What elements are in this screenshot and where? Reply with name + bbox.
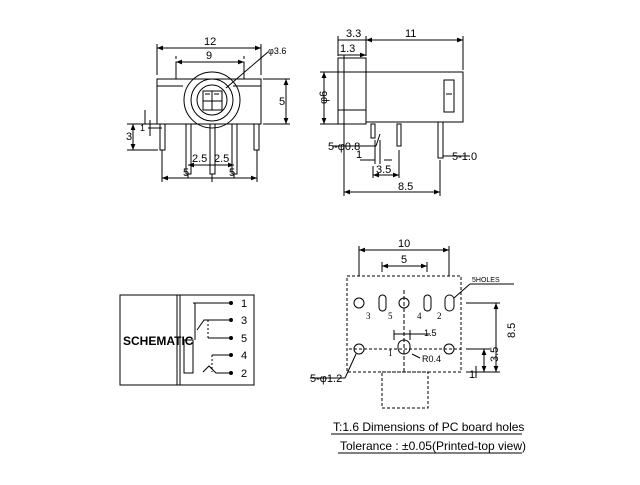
pcb-pin-label: 2 xyxy=(437,311,442,321)
pcb-width-overall: 10 xyxy=(398,238,410,250)
pcb-layout xyxy=(310,246,514,409)
dim-width-overall: 12 xyxy=(204,36,216,48)
schematic-sleeve xyxy=(183,339,194,374)
pcb-width-inner: 5 xyxy=(401,254,407,266)
dim-pin-spacing: 3.5 xyxy=(376,164,391,176)
pcb-height-lower: 3.5 xyxy=(489,347,501,362)
dim-width-inner: 9 xyxy=(206,50,212,62)
pcb-mount-holes: 5-φ1.2 xyxy=(310,373,342,385)
pcb-radius: R0.4 xyxy=(422,354,441,364)
side-flange xyxy=(337,57,367,125)
dim-front-depth: 3.3 xyxy=(346,28,361,40)
pcb-height-overall: 8.5 xyxy=(506,323,518,338)
dim-pin-length: 5-1.0 xyxy=(452,151,477,163)
side-pin xyxy=(370,123,376,139)
front-pin xyxy=(209,123,216,175)
dim-pitch-right: 2.5 xyxy=(214,153,229,165)
pcb-slot-hole xyxy=(423,294,432,312)
dim-pin-offset: 1 xyxy=(140,123,145,133)
pcb-center-hole xyxy=(397,339,411,355)
pcb-pin-label: 5 xyxy=(388,311,393,321)
front-view xyxy=(127,44,290,182)
dim-flange: 1.3 xyxy=(340,43,355,55)
dim-diameter: φ6 xyxy=(318,91,330,104)
pcb-holes-note: 5HOLES xyxy=(472,277,500,284)
schematic-label: SCHEMATIC xyxy=(123,334,194,348)
pcb-slot-hole xyxy=(444,294,455,312)
dim-pin-height: 3 xyxy=(126,131,132,143)
dim-height: 5 xyxy=(279,96,285,108)
side-view xyxy=(320,36,470,196)
dim-pin-span: 8.5 xyxy=(398,181,413,193)
pcb-pin-label: 4 xyxy=(417,311,422,321)
footer-line-1: T:1.6 Dimensions of PC board holes xyxy=(333,420,524,434)
side-pin xyxy=(437,121,444,159)
dim-pin-gap: 1 xyxy=(356,149,362,161)
pcb-slot-hole xyxy=(378,294,387,312)
schematic-pin: 1 xyxy=(241,298,247,310)
dim-span-right: 5 xyxy=(229,167,235,179)
schematic-pin: 2 xyxy=(241,368,247,380)
footer-line-2: Tolerance : ±0.05(Printed-top view) xyxy=(340,439,526,453)
jack-outer-circle xyxy=(183,71,241,129)
pcb-center-pin-label: 1 xyxy=(388,348,393,358)
side-body xyxy=(365,71,464,123)
schematic-pin: 5 xyxy=(241,333,247,345)
side-pin xyxy=(396,123,402,147)
front-cap xyxy=(175,61,245,80)
schematic-pin: 3 xyxy=(241,315,247,327)
dim-body-length: 11 xyxy=(405,28,416,40)
front-pin xyxy=(253,123,260,151)
dim-pitch-left: 2.5 xyxy=(192,153,207,165)
schematic-box xyxy=(119,294,255,386)
dim-pin-dia: 5-φ0.8 xyxy=(328,141,360,153)
dim-hole-diameter: φ3.6 xyxy=(268,46,286,56)
schematic-pin: 4 xyxy=(241,350,247,362)
pcb-mount-hole xyxy=(353,297,365,309)
dim-span-left: 5 xyxy=(183,167,189,179)
pcb-offset: 1.5 xyxy=(424,328,437,338)
pcb-height-bottom: 1 xyxy=(469,369,475,381)
pcb-pin-label: 3 xyxy=(366,311,371,321)
